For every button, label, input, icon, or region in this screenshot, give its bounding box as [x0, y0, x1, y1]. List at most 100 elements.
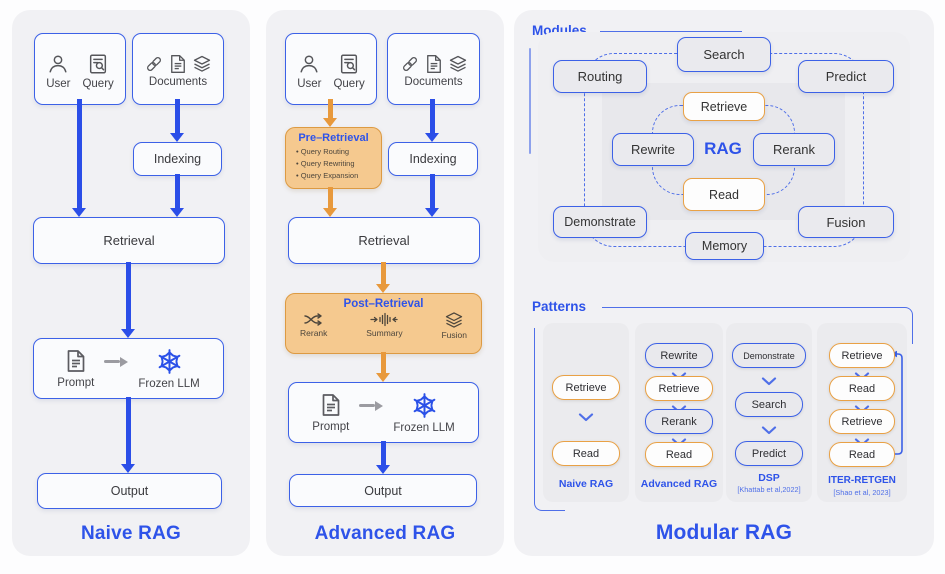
- document-icon: [168, 54, 188, 74]
- arrow-retrieval-to-postretrieval: [376, 262, 390, 293]
- arrow-prompt-to-output: [376, 441, 390, 474]
- pattern-citation: [Shao et al, 2023]: [833, 488, 891, 497]
- document-icon: [424, 54, 444, 74]
- arrow-indexing-to-retrieval: [170, 174, 184, 217]
- patterns-left-bracket: [534, 328, 565, 511]
- arrow-userquery-to-preretrieval: [323, 99, 337, 127]
- rag-center-label: RAG: [704, 139, 742, 158]
- pattern-step: Read: [829, 376, 895, 401]
- snowflake-icon: [411, 392, 438, 419]
- prompt-frozenllm-box: Prompt Frozen LLM: [288, 382, 479, 443]
- module-memory: Memory: [685, 232, 764, 260]
- query-icon: [338, 53, 360, 75]
- gray-right-arrow-icon: [104, 356, 129, 367]
- module-rewrite: Rewrite: [612, 133, 694, 166]
- module-retrieve: Retrieve: [683, 92, 765, 121]
- arrow-indexing-to-retrieval: [425, 174, 439, 217]
- prompt-label: Prompt: [57, 377, 95, 389]
- pattern-step: Search: [735, 392, 803, 417]
- documents-box: Documents: [387, 33, 480, 105]
- frozen-llm-label: Frozen LLM: [138, 377, 200, 390]
- user-icon: [298, 53, 320, 75]
- modular-rag-title: Modular RAG: [655, 521, 793, 544]
- indexing-box: Indexing: [388, 142, 478, 176]
- frozen-llm-label: Frozen LLM: [393, 421, 455, 434]
- pattern-name: Advanced RAG: [640, 478, 718, 490]
- snowflake-icon: [156, 348, 183, 375]
- module-rerank: Rerank: [753, 133, 835, 166]
- retrieval-box: Retrieval: [33, 217, 225, 264]
- prompt-frozenllm-box: Prompt Frozen LLM: [33, 338, 224, 399]
- naive-rag-panel: User Query: [12, 10, 250, 556]
- modules-left-tick: [529, 48, 531, 154]
- chevron-down-icon: [761, 373, 777, 391]
- pattern-naive-rag: Retrieve Read Naive RAG: [543, 323, 629, 502]
- arrow-documents-to-indexing: [170, 99, 184, 142]
- module-search: Search: [677, 37, 771, 72]
- pattern-advanced-rag: Rewrite Retrieve Rerank Read Advanced RA…: [635, 323, 723, 502]
- pattern-name: DSP: [758, 472, 780, 484]
- user-icon: [47, 53, 69, 75]
- pattern-step: Read: [645, 442, 713, 467]
- advanced-rag-panel: User Query: [266, 10, 504, 556]
- rerank-shuffle-icon: [304, 312, 324, 327]
- pre-retrieval-box: Pre–Retrieval Query Routing Query Rewrit…: [285, 127, 382, 189]
- pattern-step: Rewrite: [645, 343, 713, 368]
- indexing-box: Indexing: [133, 142, 222, 176]
- arrow-userquery-to-retrieval: [72, 99, 86, 217]
- arrow-postretrieval-to-prompt: [376, 352, 390, 382]
- chevron-down-icon: [761, 422, 777, 440]
- layers-stack-icon: [192, 54, 212, 74]
- naive-rag-title: Naive RAG: [80, 523, 181, 544]
- query-icon: [87, 53, 109, 75]
- pattern-dsp: Demonstrate Search Predict DSP [Khattab …: [726, 323, 812, 502]
- pattern-step: Retrieve: [645, 376, 713, 401]
- user-label: User: [46, 77, 71, 90]
- patterns-section-label: Patterns: [532, 299, 587, 314]
- output-box: Output: [289, 474, 477, 507]
- pattern-step: Retrieve: [829, 343, 895, 368]
- pattern-step: Retrieve: [829, 409, 895, 434]
- module-fusion: Fusion: [798, 206, 894, 238]
- pre-retrieval-item: Query Routing: [296, 146, 381, 158]
- pattern-step: Retrieve: [552, 375, 620, 400]
- pattern-citation: [Khattab et al,2022]: [737, 485, 801, 494]
- output-box: Output: [37, 473, 222, 509]
- module-read: Read: [683, 178, 765, 211]
- fusion-layers-icon: [444, 312, 464, 329]
- documents-label: Documents: [148, 76, 208, 88]
- prompt-label: Prompt: [312, 421, 350, 433]
- patterns-line: [602, 307, 913, 344]
- arrow-documents-to-indexing: [425, 99, 439, 142]
- module-routing: Routing: [553, 60, 647, 93]
- arrow-prompt-to-output: [121, 397, 135, 473]
- user-query-box: User Query: [285, 33, 377, 105]
- module-predict: Predict: [798, 60, 894, 93]
- chain-link-icon: [400, 54, 420, 74]
- user-label: User: [297, 77, 322, 90]
- query-label: Query: [333, 77, 365, 90]
- post-retrieval-box: Post–Retrieval Rerank Summary: [285, 293, 482, 354]
- pre-retrieval-item: Query Rewriting: [296, 158, 381, 170]
- prompt-document-icon: [64, 348, 88, 374]
- module-demonstrate: Demonstrate: [553, 206, 647, 238]
- documents-box: Documents: [132, 33, 224, 105]
- pattern-name: ITER-RETGEN: [828, 475, 896, 486]
- pattern-step: Predict: [735, 441, 803, 466]
- arrow-preretrieval-to-retrieval: [323, 187, 337, 217]
- documents-label: Documents: [404, 76, 463, 88]
- pattern-name: Naive RAG: [558, 478, 614, 490]
- chevron-down-icon: [578, 409, 594, 427]
- advanced-rag-title: Advanced RAG: [314, 523, 456, 544]
- gray-right-arrow-icon: [359, 400, 384, 411]
- pattern-step: Read: [552, 441, 620, 466]
- retrieval-box: Retrieval: [288, 217, 480, 264]
- modules-line: [600, 31, 742, 32]
- layers-stack-icon: [448, 54, 468, 74]
- pattern-step: Rerank: [645, 409, 713, 434]
- query-label: Query: [82, 77, 114, 90]
- summary-compress-icon: [370, 312, 399, 327]
- chain-link-icon: [144, 54, 164, 74]
- pre-retrieval-item: Query Expansion: [296, 170, 381, 182]
